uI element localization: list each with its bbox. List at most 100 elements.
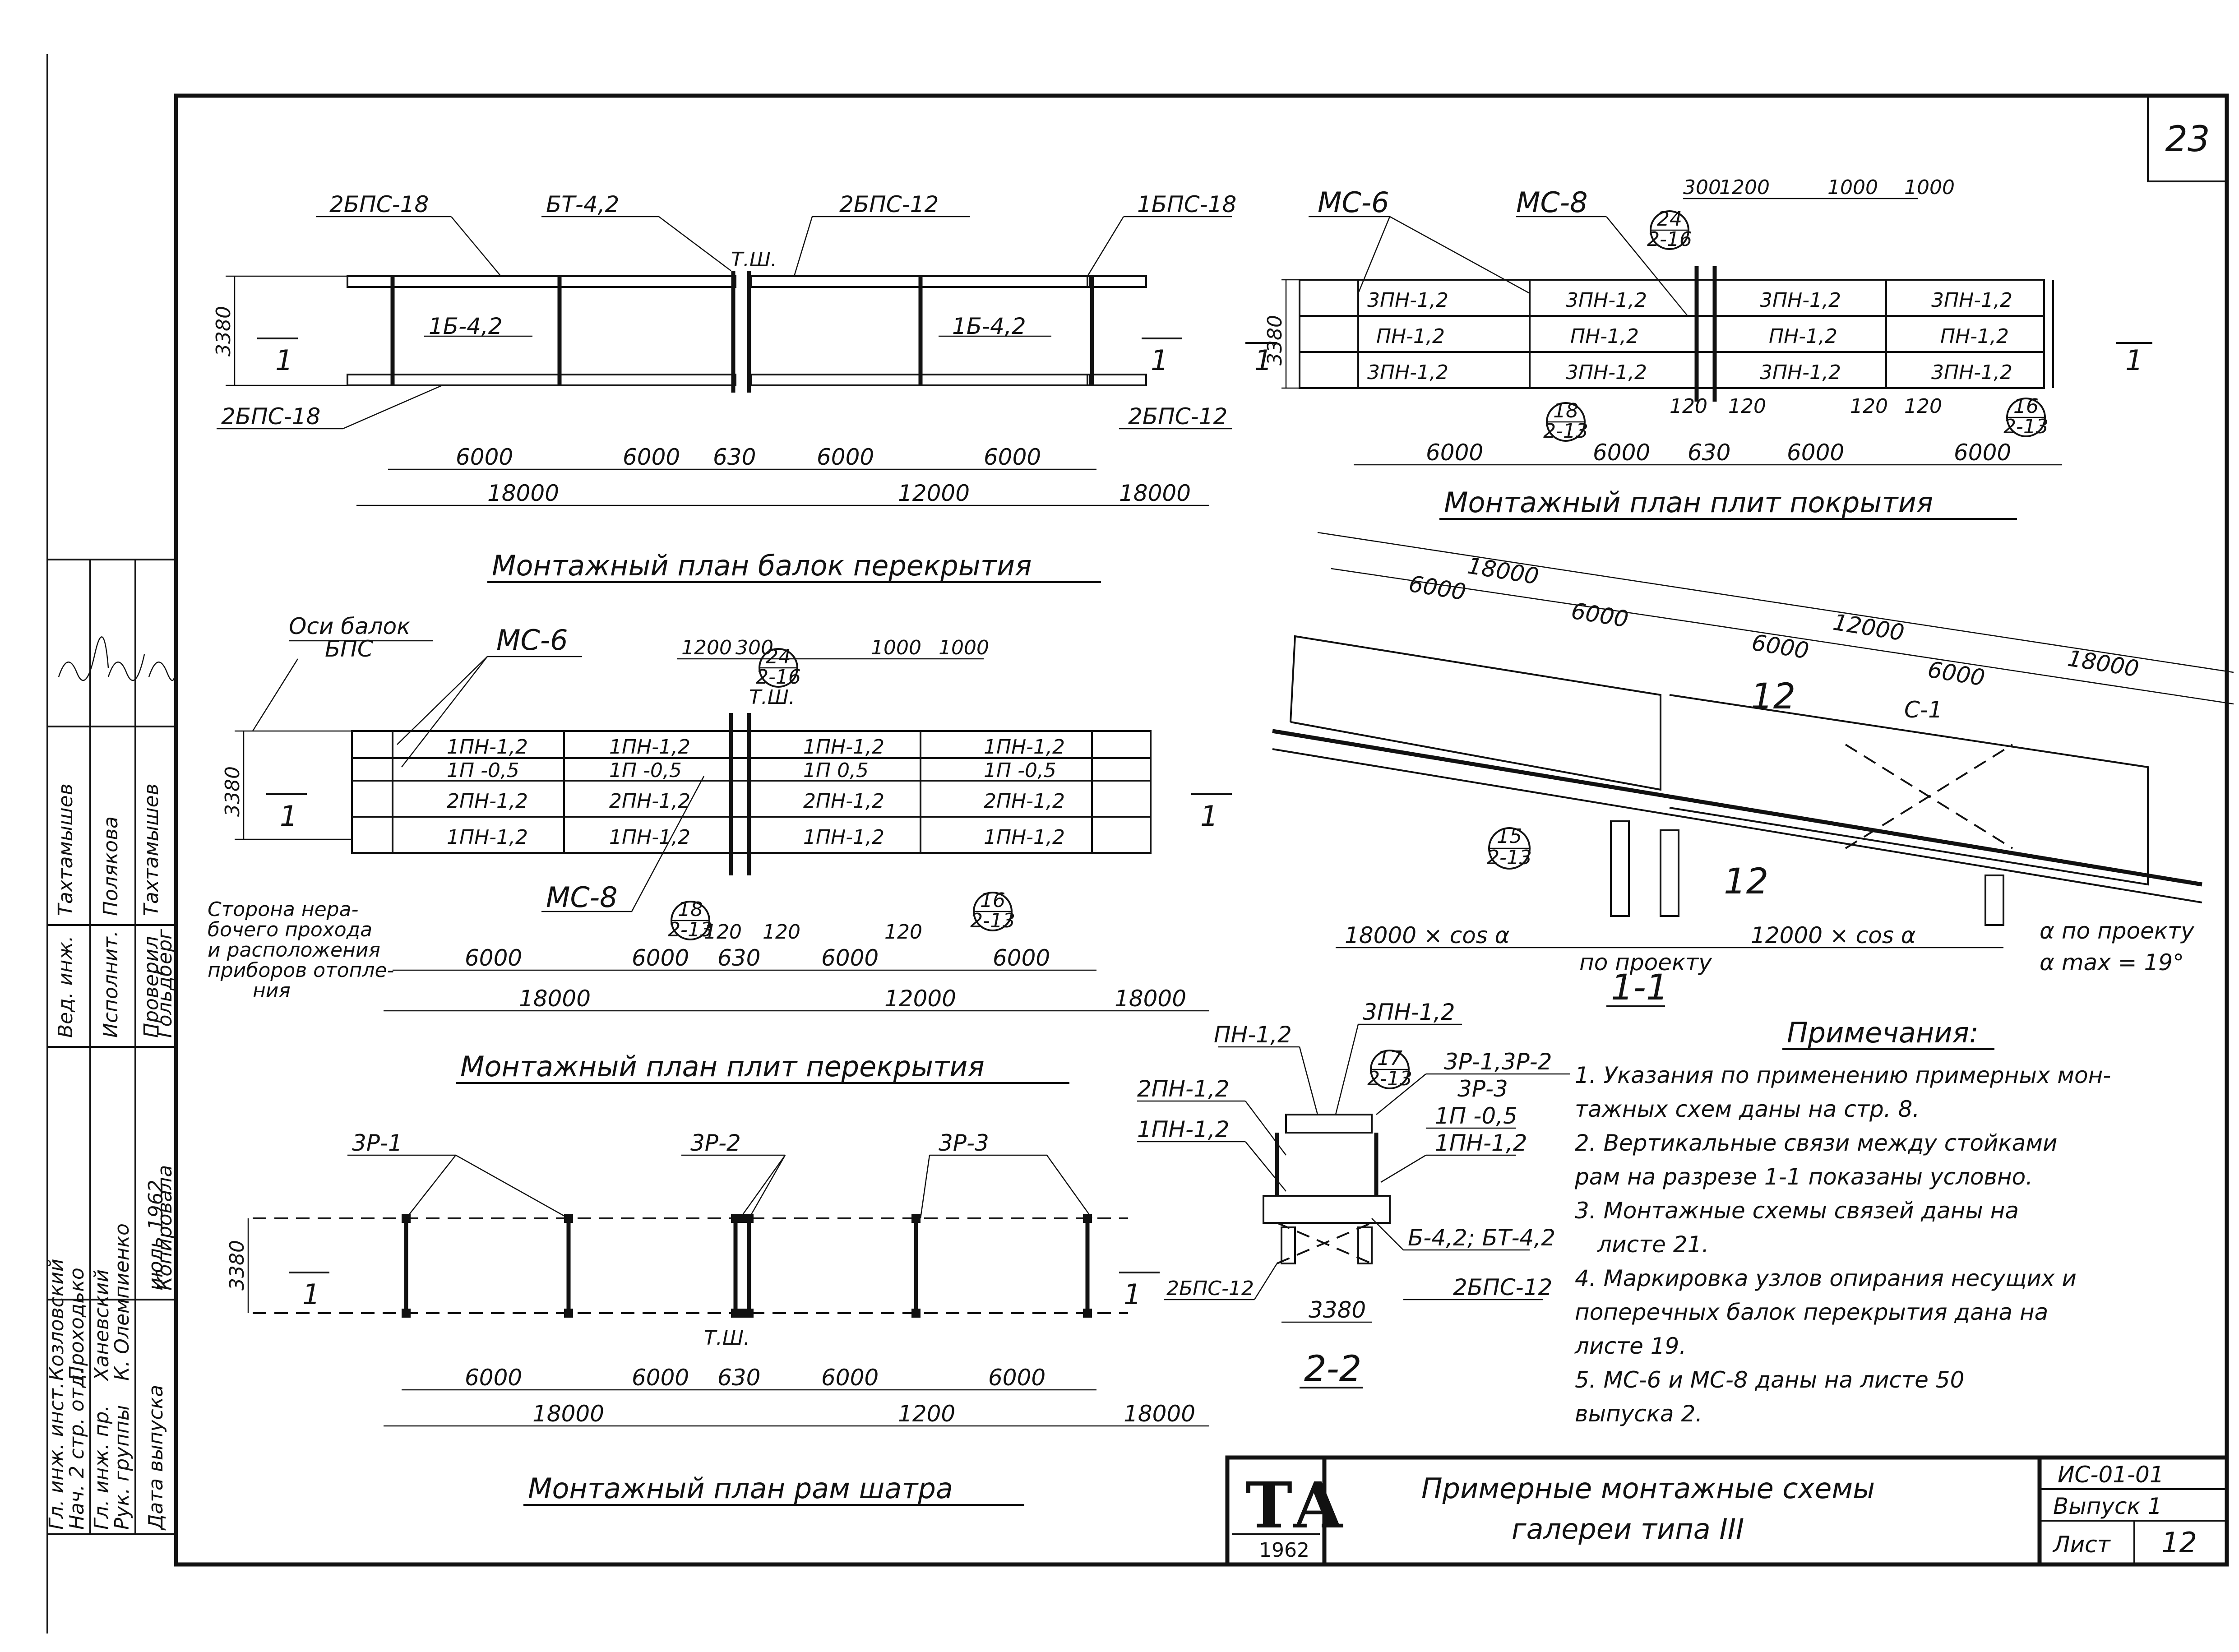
floor-bubble-3-num: 16 [980,889,1005,912]
floor-r3-4: 2ПН-1,2 [984,790,1065,813]
frame-dim-3: 630 [717,1365,760,1391]
floor-bubble-2-num: 18 [678,898,703,921]
floor-side-note-3: и расположения [208,939,380,962]
beam-label-7: 2БПС-18 [221,403,320,430]
sec11-dim-6: 6000 [1926,657,1987,691]
roof-section-mark-left: 1 [1254,344,1272,377]
signature-scribble [58,636,109,681]
frame-section-mark-left: 1 [302,1278,320,1311]
frame-plan: 3380 1 1 3Р-1 3Р-2 3Р-3 Т.Ш. 6000 6000 6… [226,1130,1209,1506]
floor-dim-8: 18000 [1115,986,1186,1012]
sec11-dim-7: 18000 [2066,645,2141,682]
sec22-label-9: Б-4,2; БТ-4,2 [1408,1225,1555,1251]
sec22-label-4: 1ПН-1,2 [1137,1116,1230,1143]
roof-slab-plan: 3380 1 1 3ПН-1,2 3ПН-1,2 3ПН-1,2 3ПН-1,2… [1245,176,2152,520]
sheet-label: Лист [2052,1532,2111,1558]
stamp-r5-name: июль 1962 [144,1180,167,1291]
beam-plan-title: Монтажный план балок перекрытия [492,549,1032,582]
sec11-bubble-ref: 2-13 [1487,846,1532,869]
stamp-r3-name: Ханевский [90,1269,113,1382]
floor-label-ms8: МС-8 [546,881,618,914]
roof-dim-5: 6000 [1954,440,2011,466]
frame-dim-4: 6000 [821,1365,879,1391]
floor-r4-1: 1ПН-1,2 [447,826,528,849]
roof-slab-9: 3ПН-1,2 [1367,361,1448,384]
stamp-r5-role: Дата выпуска [144,1385,167,1531]
note-line-8: поперечных балок перекрытия дана на [1575,1299,2048,1325]
roof-top-dim-2: 1200 [1719,176,1770,199]
floor-r2-1: 1П -0,5 [447,759,519,782]
roof-label-ms8: МС-8 [1516,186,1588,219]
sec22-label-7: 1П -0,5 [1435,1103,1517,1129]
roof-bubble-1-num: 24 [1657,208,1682,231]
floor-bubble-1-num: 24 [766,645,791,668]
floor-section-mark-right: 1 [1200,800,1218,833]
frame-dim-6: 18000 [532,1401,604,1427]
doc-issue: Выпуск 1 [2053,1493,2162,1519]
floor-r2-3: 1П 0,5 [803,759,869,782]
floor-small-dim-3: 120 [884,921,922,944]
roof-bubble-2-num: 18 [1553,399,1578,422]
frame-dim-height: 3380 [226,1240,249,1291]
sec22-label-10: 2БПС-12 [1453,1274,1552,1300]
floor-dim-5: 6000 [993,945,1050,971]
stamp-r8-name: Тахтамышев [140,783,163,916]
floor-r1-3: 1ПН-1,2 [803,736,884,759]
frame-dim-8: 18000 [1124,1401,1195,1427]
sec11-bottom-1: 18000 × cos α [1345,922,1510,949]
notes-heading: Примечания: [1787,1016,1979,1049]
beam-dim-2: 6000 [623,444,680,470]
beam-label-3: 2БПС-12 [839,191,939,217]
beam-dim-8: 18000 [1119,480,1191,506]
roof-small-dim-1: 120 [1670,395,1707,418]
floor-section-mark-left: 1 [280,800,297,833]
roof-slab-1: 3ПН-1,2 [1367,289,1448,312]
floor-r4-4: 1ПН-1,2 [984,826,1065,849]
roof-label-ms6: МС-6 [1318,186,1389,219]
beam-label-8: 2БПС-12 [1128,403,1227,430]
roof-dim-1: 6000 [1426,440,1483,466]
roof-slab-3: 3ПН-1,2 [1760,289,1841,312]
stamp-r9-role: Копировала [153,1165,176,1291]
note-line-2: тажных схем даны на стр. 8. [1575,1096,1920,1122]
logo-mark: ТА [1245,1469,1344,1543]
sec11-label-2: 12 [1724,861,1768,902]
sec11-angle-2: α max = 19° [2040,949,2184,976]
sec11-bubble-num: 15 [1497,825,1522,848]
frame-label-4: Т.Ш. [704,1327,750,1350]
sec22-title: 2-2 [1304,1349,1361,1389]
signature-stamp: Гл. инж. инст. Козловский Нач. 2 стр. от… [45,559,177,1535]
floor-bubble-2-ref: 2-13 [668,918,713,941]
roof-slab-7: ПН-1,2 [1769,325,1837,348]
sec11-dim-5: 6000 [1750,629,1811,664]
note-line-6: листе 21. [1597,1231,1709,1258]
beam-section-mark-left: 1 [275,344,293,377]
floor-top-dim-2: 300 [736,636,773,659]
beam-label-6: 1Б-4,2 [952,313,1026,339]
logo-year: 1962 [1259,1539,1309,1562]
roof-small-dim-2: 120 [1728,395,1766,418]
stamp-r2-role: Нач. 2 стр. отд. [65,1368,88,1530]
sec22-dim: 3380 [1309,1297,1366,1323]
frame-label-3: 3Р-3 [939,1130,989,1156]
floor-side-note-5: ния [253,979,291,1002]
sec22-label-6: 3Р-3 [1457,1076,1508,1102]
roof-dim-height: 3380 [1263,315,1286,366]
roof-slab-8: ПН-1,2 [1940,325,2009,348]
signature-scribble [107,654,145,681]
stamp-r4-name: К. Олемпиенко [111,1223,134,1381]
beam-label-5: 1Б-4,2 [429,313,503,339]
floor-r2-2: 1П -0,5 [609,759,682,782]
floor-label-ms6: МС-6 [496,624,568,657]
note-line-4: рам на разрезе 1-1 показаны условно. [1574,1164,2033,1190]
floor-top-dim-1: 1200 [681,636,732,659]
stamp-r1-role: Гл. инж. инст. [45,1382,68,1530]
frame-dim-2: 6000 [632,1365,689,1391]
note-line-9: листе 19. [1574,1333,1686,1359]
roof-section-mark-right: 1 [2125,344,2143,377]
floor-r4-2: 1ПН-1,2 [609,826,690,849]
sec11-label-3: С-1 [1904,697,1943,723]
roof-small-dim-4: 120 [1904,395,1942,418]
beam-dim-1: 6000 [456,444,513,470]
roof-slab-12: 3ПН-1,2 [1931,361,2012,384]
